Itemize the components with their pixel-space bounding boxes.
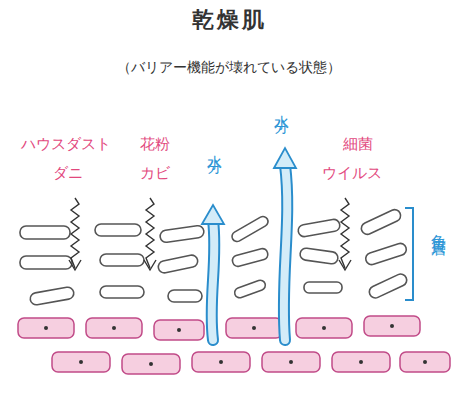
allergen-label: 花粉 — [140, 136, 170, 153]
subtitle: （バリアー機能が壊れている状態） — [117, 60, 341, 75]
layer-label: 角質層 — [430, 222, 447, 234]
allergen-label: ハウスダスト — [21, 136, 111, 153]
diagram-title: 乾燥肌 — [192, 8, 267, 32]
allergen-label: カビ — [140, 165, 170, 182]
microbe-label: ウイルス — [322, 165, 382, 182]
water-label: 水分 — [206, 143, 223, 151]
skin-cells — [18, 316, 450, 374]
allergen-label: ダニ — [53, 165, 83, 182]
cell-nuclei — [44, 324, 427, 366]
microbe-label: 細菌 — [343, 136, 373, 153]
water-label: 水分 — [273, 103, 290, 111]
water-arrows — [202, 148, 296, 340]
layer-bracket — [405, 208, 413, 300]
